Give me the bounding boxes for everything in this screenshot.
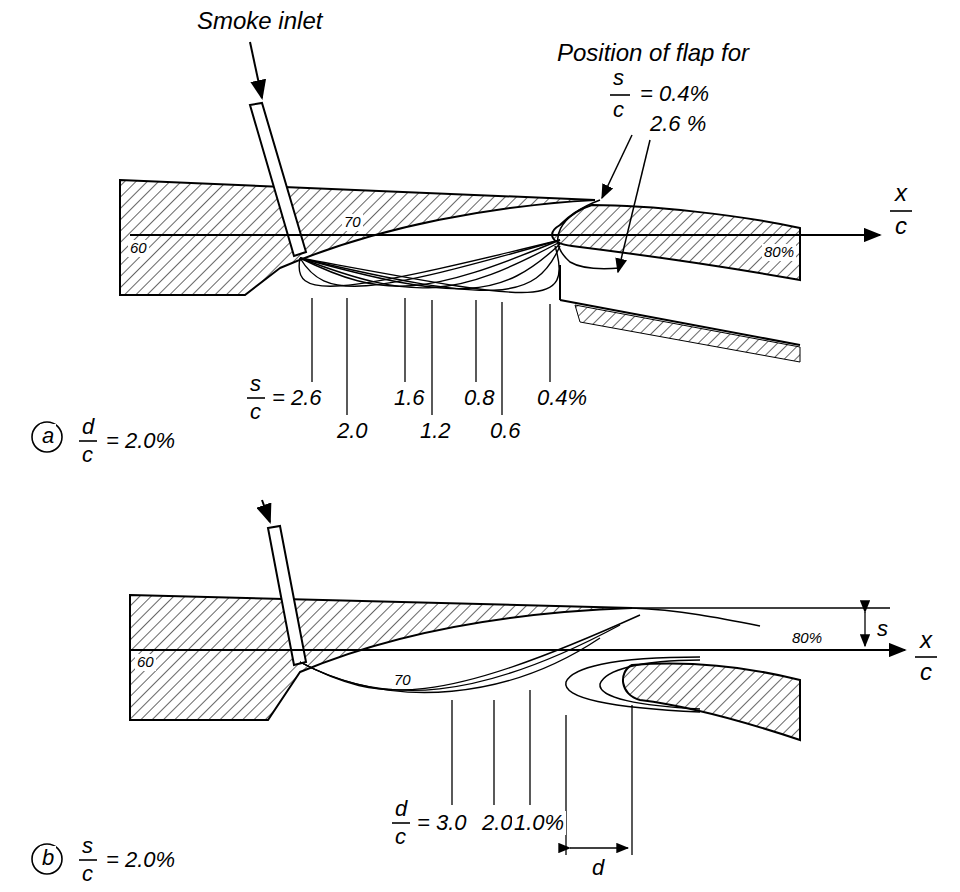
figure-label: 2.6 % — [648, 112, 708, 136]
figure-label: c — [893, 213, 909, 239]
figure-label: c — [393, 825, 408, 849]
figure-label: 1.2 — [418, 419, 453, 443]
figure-label: s — [80, 834, 95, 858]
figure-label: d — [393, 797, 409, 821]
figure-label: c — [611, 98, 626, 122]
figure-label: = 2.6 — [270, 386, 324, 410]
figure-label: = 3.0 — [415, 811, 469, 835]
figure-label: d — [590, 856, 606, 880]
figure-label: 0.8 — [462, 386, 497, 410]
figure-label: x — [918, 627, 934, 653]
figure-label: 1.6 — [392, 386, 427, 410]
figure-label: = 2.0% — [104, 429, 177, 453]
figure-label: 0.4% — [535, 386, 589, 410]
figure-label: 60 — [128, 240, 149, 257]
figure-label: x — [893, 180, 909, 206]
figure-label: Smoke inlet — [195, 8, 324, 34]
figure-label: 2.0 — [480, 811, 515, 835]
figure-label: c — [248, 400, 263, 424]
figure-label: d — [80, 415, 96, 439]
figure-label: c — [80, 862, 95, 886]
figure-label: c — [80, 443, 95, 467]
figure-label: b — [40, 846, 56, 870]
figure-label: 80% — [762, 244, 796, 261]
figure-label: 2.0 — [335, 419, 370, 443]
figure-label: = 2.0% — [104, 848, 177, 872]
figure-label: Position of flap for — [555, 40, 751, 66]
figure-label: 80% — [790, 630, 824, 647]
figure-label: 1.0% — [512, 811, 566, 835]
figure-label: 70 — [392, 672, 413, 689]
figure-label: s — [611, 66, 626, 90]
figure-label: 60 — [135, 654, 156, 671]
figure-label: c — [918, 659, 934, 685]
figure-label: a — [40, 424, 56, 448]
figure-label: = 0.4% — [638, 82, 711, 106]
figure-label: 70 — [342, 214, 363, 231]
figure-label: s — [248, 372, 263, 396]
figure-label: s — [875, 617, 890, 641]
figure-label: 0.6 — [488, 419, 523, 443]
